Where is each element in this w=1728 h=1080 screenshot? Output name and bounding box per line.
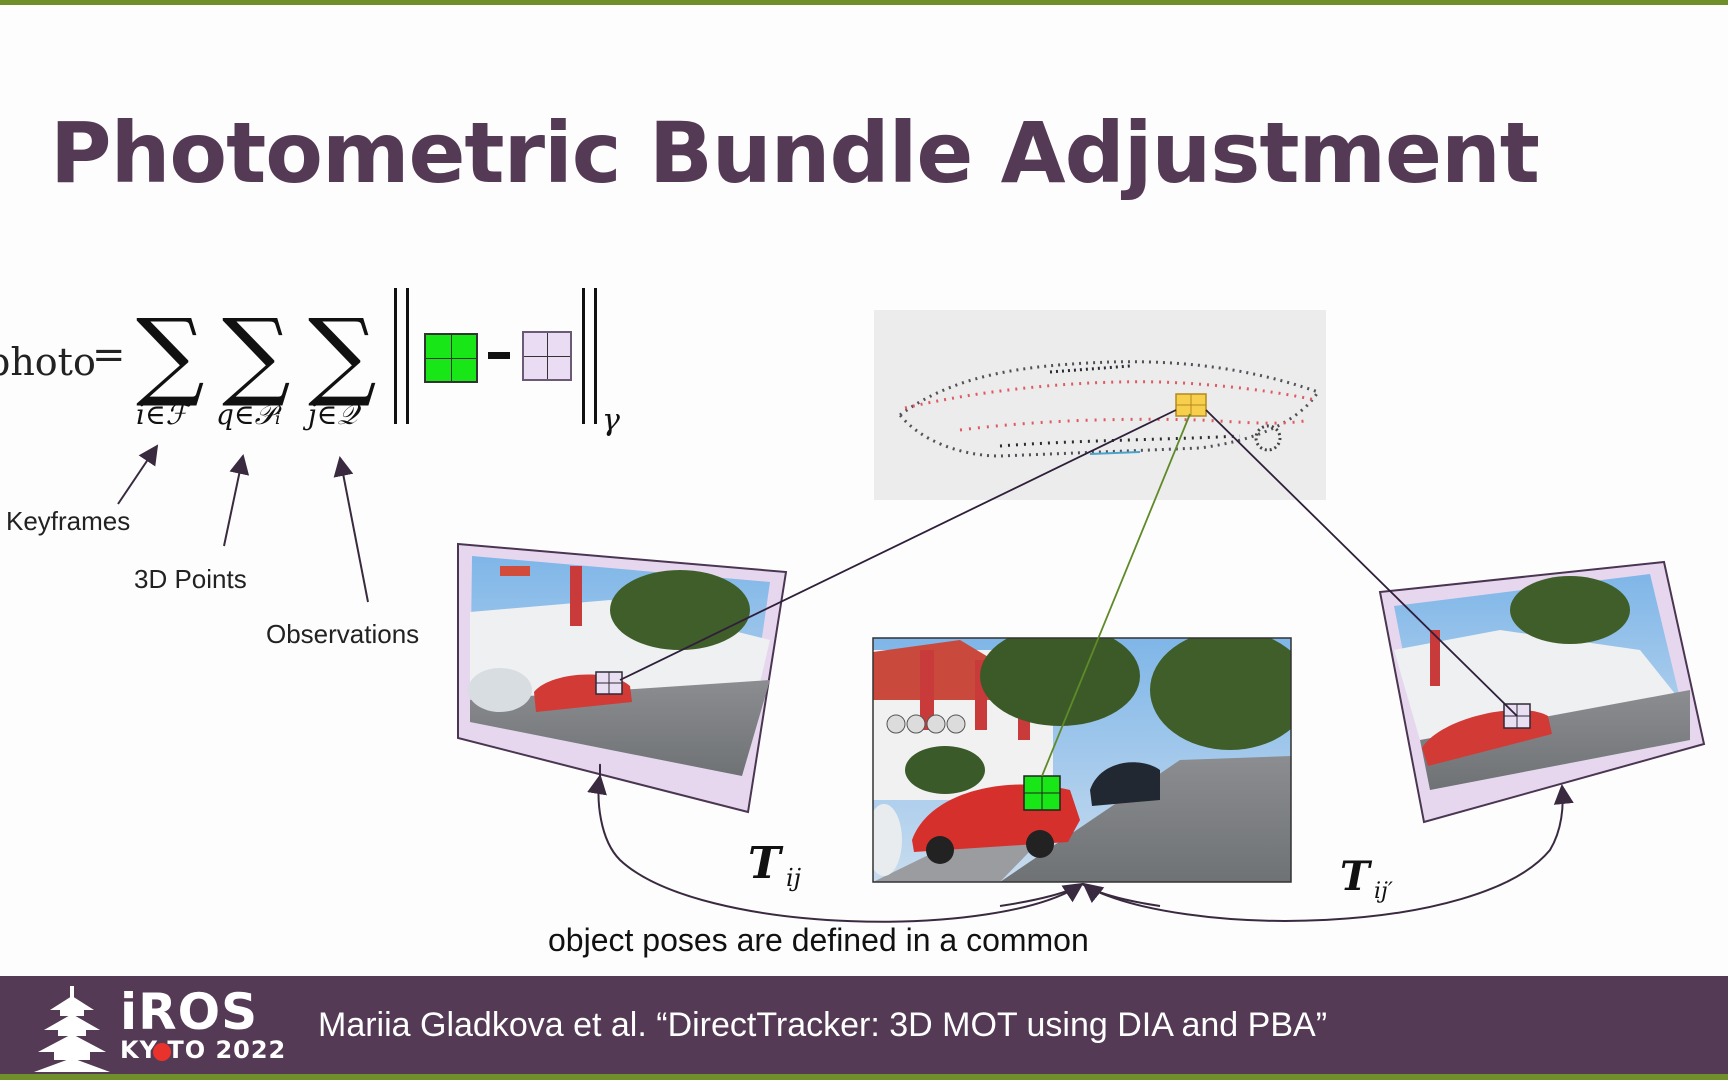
transform-arcs — [587, 763, 1574, 923]
sum-points: ∑ — [222, 298, 291, 410]
point-cloud — [874, 310, 1326, 500]
logo-subtext: KY TO 2022 — [120, 1036, 287, 1064]
subscript-keyframes: i∈ℱ — [136, 398, 188, 431]
top-accent-bar — [0, 0, 1728, 5]
annotation-arrows — [117, 444, 369, 603]
green-patch-icon — [424, 333, 478, 383]
label-observations: Observations — [266, 619, 420, 649]
footer-bar — [0, 976, 1728, 1074]
minus-sign — [488, 352, 510, 359]
transform-label-right: T — [1340, 853, 1373, 900]
transform-sub-left: ij — [786, 864, 802, 892]
keyframe-right — [1378, 560, 1706, 824]
iros-logo: iROS KY TO 2022 — [28, 983, 285, 1072]
pagoda-icon — [34, 986, 110, 1072]
label-3d-points: 3D Points — [134, 564, 247, 594]
caption: object poses are defined in a common — [548, 922, 1089, 958]
sum-observations: ∑ — [308, 298, 377, 410]
label-keyframes: Keyframes — [6, 506, 131, 536]
logo-word: iROS — [120, 983, 259, 1041]
norm-subscript: γ — [602, 403, 620, 438]
norm-bar-left-2 — [406, 288, 409, 424]
subscript-points: q∈𝒫ᵢ — [216, 398, 281, 431]
equation-equals: = — [92, 332, 126, 378]
norm-bar-right-1 — [582, 288, 585, 424]
keyframe-left — [457, 542, 788, 814]
transform-label-left: T — [748, 838, 784, 889]
footer-accent-bar — [0, 1074, 1728, 1080]
transform-sub-right: ij′ — [1374, 879, 1393, 904]
footer-citation: Mariia Gladkova et al. “DirectTracker: 3… — [318, 1006, 1328, 1044]
equation-lhs: photo — [0, 340, 96, 384]
projection-rays — [619, 409, 1518, 777]
norm-bar-right-2 — [594, 288, 597, 424]
transform-labels: T ij T ij′ — [748, 838, 1393, 904]
sum-keyframes: ∑ — [136, 298, 205, 410]
slide-title: Photometric Bundle Adjustment — [50, 104, 1540, 202]
norm-bar-left-1 — [394, 288, 397, 424]
subscript-observations: j∈𝒬 — [308, 398, 358, 431]
purple-patch-icon — [522, 331, 572, 381]
pba-figure: T ij T ij′ — [117, 310, 1706, 923]
logo-red-dot-icon — [153, 1043, 171, 1061]
